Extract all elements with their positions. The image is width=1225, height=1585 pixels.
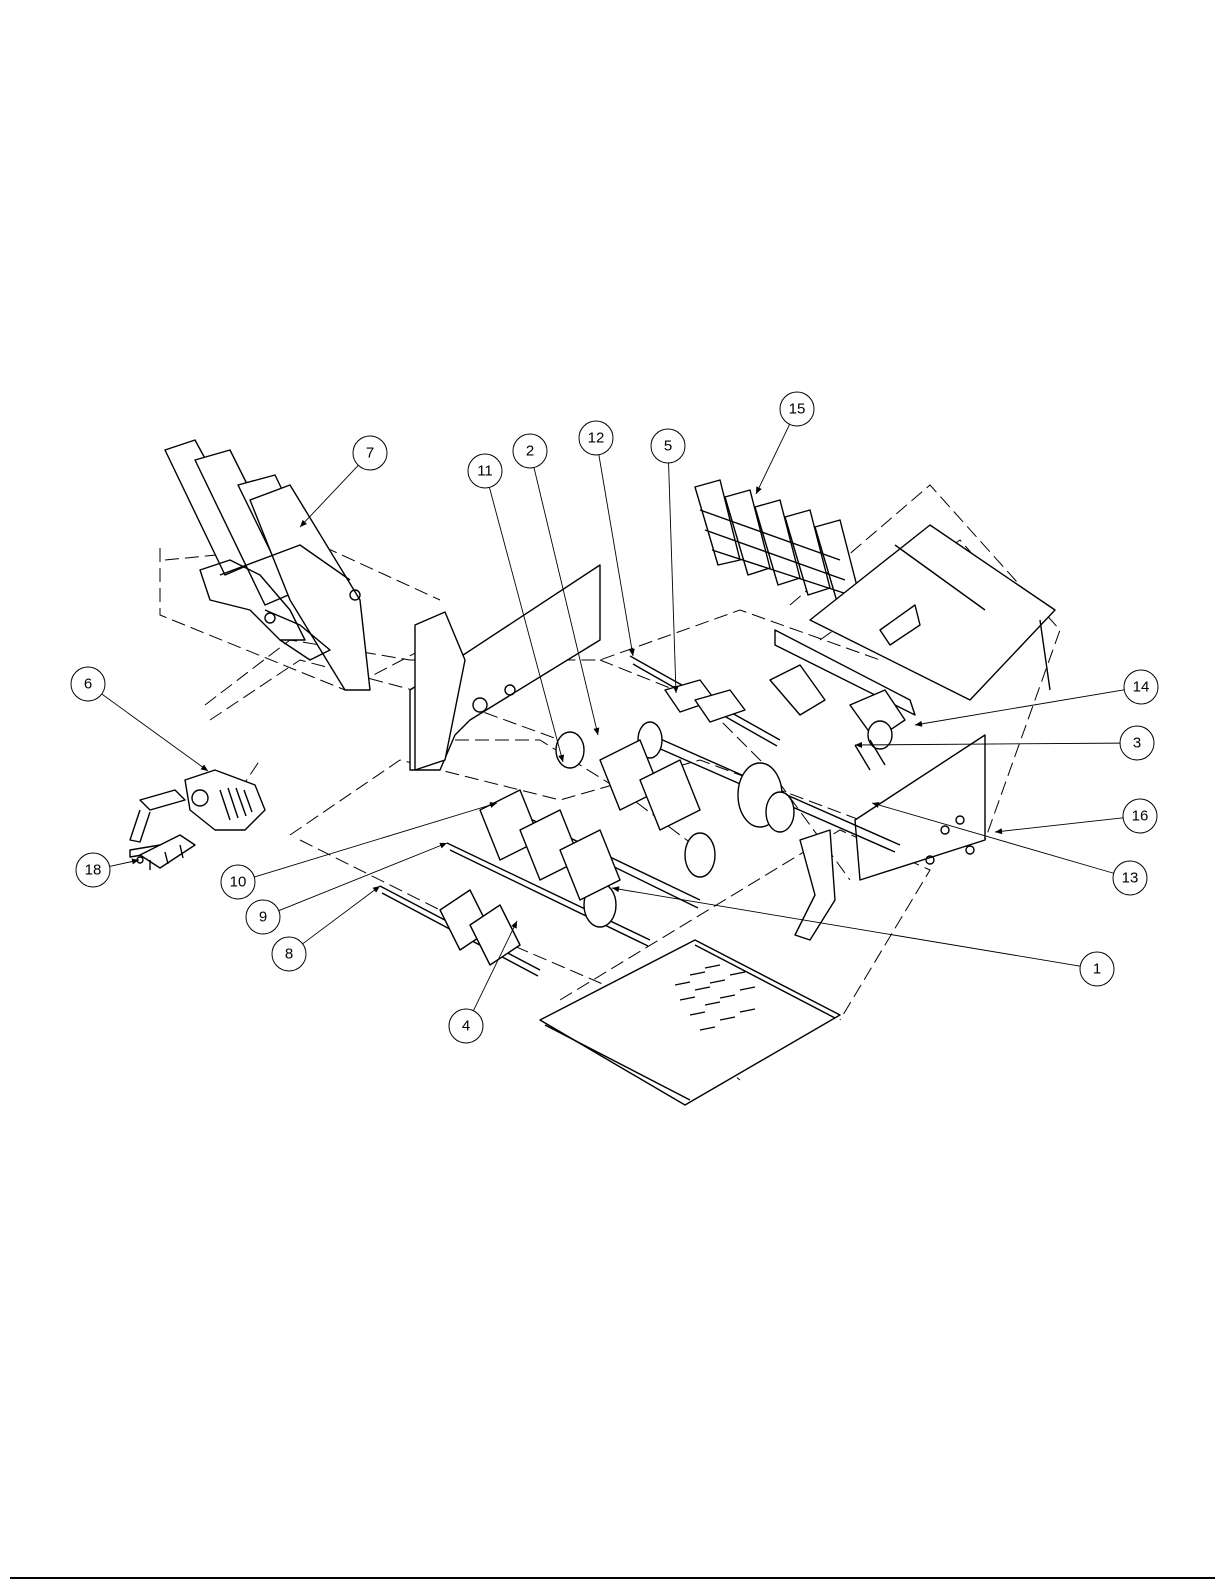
callout-balloon-8: 8 bbox=[272, 937, 306, 971]
balloon-label: 10 bbox=[230, 874, 247, 891]
part-6-motor bbox=[130, 770, 265, 857]
callout-balloon-10: 10 bbox=[221, 865, 255, 899]
leader-line-14 bbox=[915, 690, 1124, 725]
leader-line-10 bbox=[254, 803, 497, 877]
balloon-label: 9 bbox=[259, 909, 267, 926]
leader-line-6 bbox=[102, 694, 208, 771]
callout-balloon-4: 4 bbox=[449, 1009, 483, 1043]
leader-arrow-9 bbox=[439, 843, 447, 849]
callout-balloon-2: 2 bbox=[513, 434, 547, 468]
leader-arrow-6 bbox=[201, 764, 208, 771]
balloon-label: 15 bbox=[789, 401, 806, 418]
callout-balloon-3: 3 bbox=[1120, 726, 1154, 760]
leader-line-5 bbox=[669, 463, 676, 693]
leader-line-9 bbox=[279, 843, 447, 911]
part-18-bracket bbox=[137, 835, 195, 870]
balloon-label: 8 bbox=[285, 946, 293, 963]
callout-balloon-5: 5 bbox=[651, 429, 685, 463]
callout-balloon-12: 12 bbox=[579, 421, 613, 455]
leader-arrow-8 bbox=[373, 886, 380, 893]
leader-arrow-12 bbox=[629, 649, 635, 656]
balloon-label: 3 bbox=[1133, 735, 1141, 752]
callout-balloon-7: 7 bbox=[353, 436, 387, 470]
balloon-label: 7 bbox=[366, 445, 374, 462]
leader-arrow-2 bbox=[593, 727, 599, 735]
balloon-label: 11 bbox=[477, 463, 493, 480]
bottom-plate bbox=[540, 940, 840, 1105]
leader-line-12 bbox=[599, 455, 633, 656]
callout-balloon-13: 13 bbox=[1113, 861, 1147, 895]
leader-arrow-16 bbox=[995, 828, 1002, 834]
leader-line-15 bbox=[756, 424, 790, 494]
part-15-separator-rack bbox=[695, 480, 860, 605]
callout-balloon-9: 9 bbox=[246, 900, 280, 934]
balloon-label: 12 bbox=[588, 430, 605, 447]
balloon-label: 6 bbox=[84, 676, 92, 693]
balloon-label: 14 bbox=[1133, 679, 1150, 696]
callout-balloon-16: 16 bbox=[1123, 799, 1157, 833]
balloon-label: 5 bbox=[664, 438, 672, 455]
callout-balloon-1: 1 bbox=[1080, 952, 1114, 986]
balloon-label: 18 bbox=[85, 862, 102, 879]
balloon-label: 1 bbox=[1093, 961, 1101, 978]
balloon-label: 16 bbox=[1132, 808, 1149, 825]
leader-line-8 bbox=[303, 886, 380, 944]
bottom-border-rule bbox=[10, 1577, 1215, 1579]
callout-balloon-14: 14 bbox=[1124, 670, 1158, 704]
callout-balloon-11: 11 bbox=[468, 454, 502, 488]
callout-balloon-15: 15 bbox=[780, 392, 814, 426]
balloon-label: 2 bbox=[526, 443, 534, 460]
balloon-label: 4 bbox=[462, 1018, 470, 1035]
callout-balloon-6: 6 bbox=[71, 667, 105, 701]
balloon-label: 13 bbox=[1122, 870, 1139, 887]
part-7-chute-assembly bbox=[165, 440, 370, 690]
callout-balloon-18: 18 bbox=[76, 853, 110, 887]
leader-line-16 bbox=[995, 818, 1123, 832]
leader-line-7 bbox=[300, 465, 358, 527]
leader-arrow-14 bbox=[915, 721, 922, 727]
leader-line-3 bbox=[855, 743, 1120, 745]
